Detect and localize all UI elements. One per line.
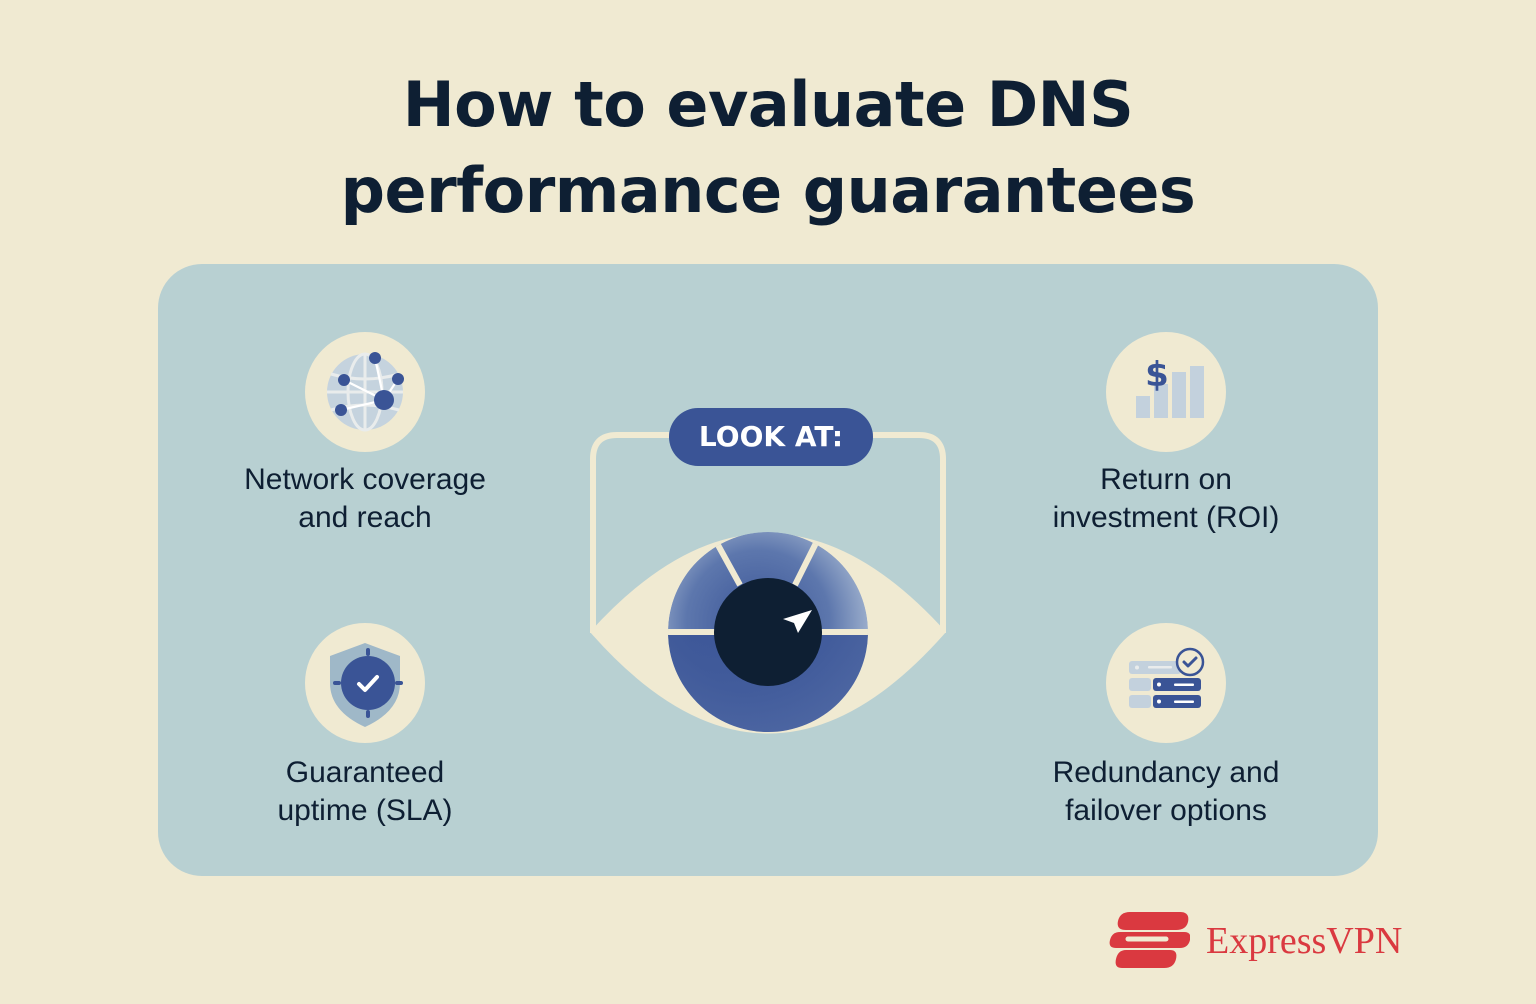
brand-name: ExpressVPN	[1206, 920, 1403, 962]
shield-check-icon	[305, 623, 425, 743]
eye-icon	[585, 405, 951, 755]
cursor-arrow-icon	[783, 610, 812, 633]
look-at-badge: LOOK AT:	[669, 408, 873, 466]
title-line-1: How to evaluate DNS	[402, 68, 1134, 141]
brand-logo: ExpressVPN	[1108, 908, 1438, 974]
label-return-on-investment: Return on investment (ROI)	[1052, 463, 1280, 534]
expressvpn-logo-icon	[1109, 912, 1190, 968]
server-stack-check-icon	[1106, 623, 1226, 743]
eye-pupil	[714, 578, 822, 686]
label-guaranteed-uptime: Guaranteed uptime (SLA)	[277, 756, 453, 827]
label-network-coverage: Network coverage and reach	[244, 463, 486, 534]
title-line-2: performance guarantees	[340, 154, 1196, 227]
dollar-sign-glyph: $	[1145, 355, 1169, 395]
dollar-bar-chart-icon: $	[1106, 332, 1226, 452]
page-title: How to evaluate DNS performance guarante…	[0, 62, 1536, 234]
globe-network-icon	[305, 332, 425, 452]
label-redundancy-failover: Redundancy and failover options	[1052, 756, 1280, 827]
